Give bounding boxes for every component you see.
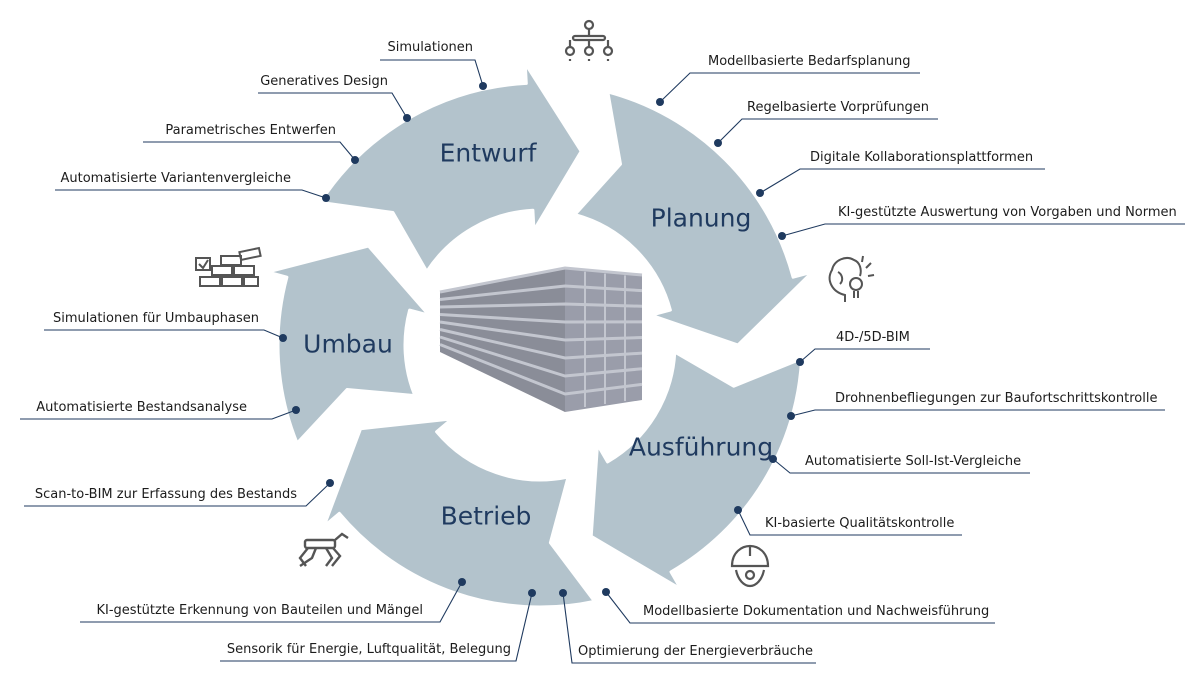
leader-dot	[326, 479, 334, 487]
stage-arrow-umbau	[266, 244, 431, 445]
leader-dot	[778, 232, 786, 240]
label-dokumentation: Modellbasierte Dokumentation und Nachwei…	[643, 604, 990, 619]
leader-dot	[279, 334, 287, 342]
stage-label-planung: Planung	[650, 203, 752, 233]
leader-line	[737, 509, 962, 536]
leader-line	[258, 92, 408, 119]
leader-dot	[656, 98, 664, 106]
leader-line	[759, 168, 1045, 194]
label-simulationen-umbauphasen: Simulationen für Umbauphasen	[52, 311, 259, 326]
leader-line	[20, 409, 297, 420]
label-kollaborationsplattformen: Digitale Kollaborationsplattformen	[810, 150, 1034, 165]
hierarchy-icon	[564, 19, 614, 61]
label-soll-ist: Automatisierte Soll-Ist-Vergleiche	[805, 454, 1022, 469]
stage-arrow-planung	[573, 90, 814, 347]
building-floor-slab	[439, 335, 643, 378]
label-sensorik: Sensorik für Energie, Luftqualität, Bele…	[226, 642, 511, 657]
building-floor-slab	[439, 284, 643, 301]
stage-arrow-entwurf	[318, 61, 583, 273]
bricks-checklist-icon	[195, 246, 262, 287]
label-scan-to-bim: Scan-to-BIM zur Erfassung des Bestands	[34, 487, 297, 502]
leader-dot	[528, 589, 536, 597]
label-qualitaetskontrolle: KI-basierte Qualitätskontrolle	[765, 516, 955, 531]
leader-dot	[602, 588, 610, 596]
brain-idea-icon	[828, 255, 875, 302]
robot-dog-icon	[298, 532, 349, 567]
stage-label-umbau: Umbau	[303, 329, 393, 359]
leader-line	[790, 409, 1165, 417]
label-energieverbraeuche: Optimierung der Energieverbräuche	[578, 644, 814, 659]
leader-dot	[787, 412, 795, 420]
leader-line	[44, 329, 284, 339]
leader-dot	[796, 358, 804, 366]
leader-dots	[279, 82, 804, 597]
label-parametrisches-entwerfen: Parametrisches Entwerfen	[165, 123, 336, 138]
leader-dot	[756, 189, 764, 197]
leader-dot	[769, 455, 777, 463]
label-generatives-design: Generatives Design	[260, 74, 388, 89]
building-floor-slab	[439, 266, 643, 294]
building-floor-slab	[439, 313, 643, 324]
hard-hat-gear-icon	[730, 544, 770, 588]
leader-dot	[403, 114, 411, 122]
leader-line	[605, 591, 995, 624]
leader-dot	[734, 506, 742, 514]
leader-line	[562, 592, 816, 664]
leader-line	[380, 59, 484, 87]
leader-dot	[559, 589, 567, 597]
building-floor-slab	[439, 328, 643, 360]
leader-line	[772, 458, 1030, 474]
stage-label-ausfuehrung: Ausführung	[628, 432, 774, 462]
leader-line	[220, 592, 533, 662]
leader-line	[24, 482, 331, 507]
label-variantenvergleiche: Automatisierte Variantenvergleiche	[60, 171, 292, 186]
building-floor-slab	[439, 302, 643, 309]
leader-line	[143, 141, 356, 161]
leader-dot	[458, 578, 466, 586]
leader-line	[80, 581, 463, 623]
stage-arrow-ausfuehrung	[589, 350, 804, 591]
label-bestandsanalyse: Automatisierte Bestandsanalyse	[36, 400, 247, 415]
label-vorpruefungen: Regelbasierte Vorprüfungen	[747, 100, 930, 115]
leader-lines	[20, 59, 1185, 664]
stage-arrow-betrieb	[322, 417, 596, 609]
label-4d-5d-bim: 4D-/5D-BIM	[836, 330, 910, 345]
leader-dot	[292, 406, 300, 414]
label-drohnenbefliegungen: Drohnenbefliegungen zur Baufortschrittsk…	[835, 391, 1158, 406]
label-ki-erkennung: KI-gestützte Erkennung von Bauteilen und…	[96, 603, 424, 618]
label-simulationen: Simulationen	[387, 40, 473, 55]
building-floor-slab	[439, 343, 643, 396]
leader-line	[799, 348, 930, 363]
building-floor-slab	[439, 320, 643, 342]
building-image	[439, 266, 643, 412]
stage-label-entwurf: Entwurf	[439, 138, 537, 168]
leader-line	[659, 72, 920, 103]
leader-dot	[322, 194, 330, 202]
stage-label-betrieb: Betrieb	[440, 501, 532, 531]
label-ki-auswertung: KI-gestützte Auswertung von Vorgaben und…	[838, 205, 1177, 220]
leader-line	[781, 223, 1185, 237]
label-bedarfsplanung: Modellbasierte Bedarfsplanung	[708, 54, 911, 69]
lifecycle-ring	[266, 61, 814, 609]
leader-dot	[714, 139, 722, 147]
leader-line	[717, 118, 938, 144]
leader-dot	[479, 82, 487, 90]
leader-dot	[351, 156, 359, 164]
leader-line	[55, 189, 327, 199]
